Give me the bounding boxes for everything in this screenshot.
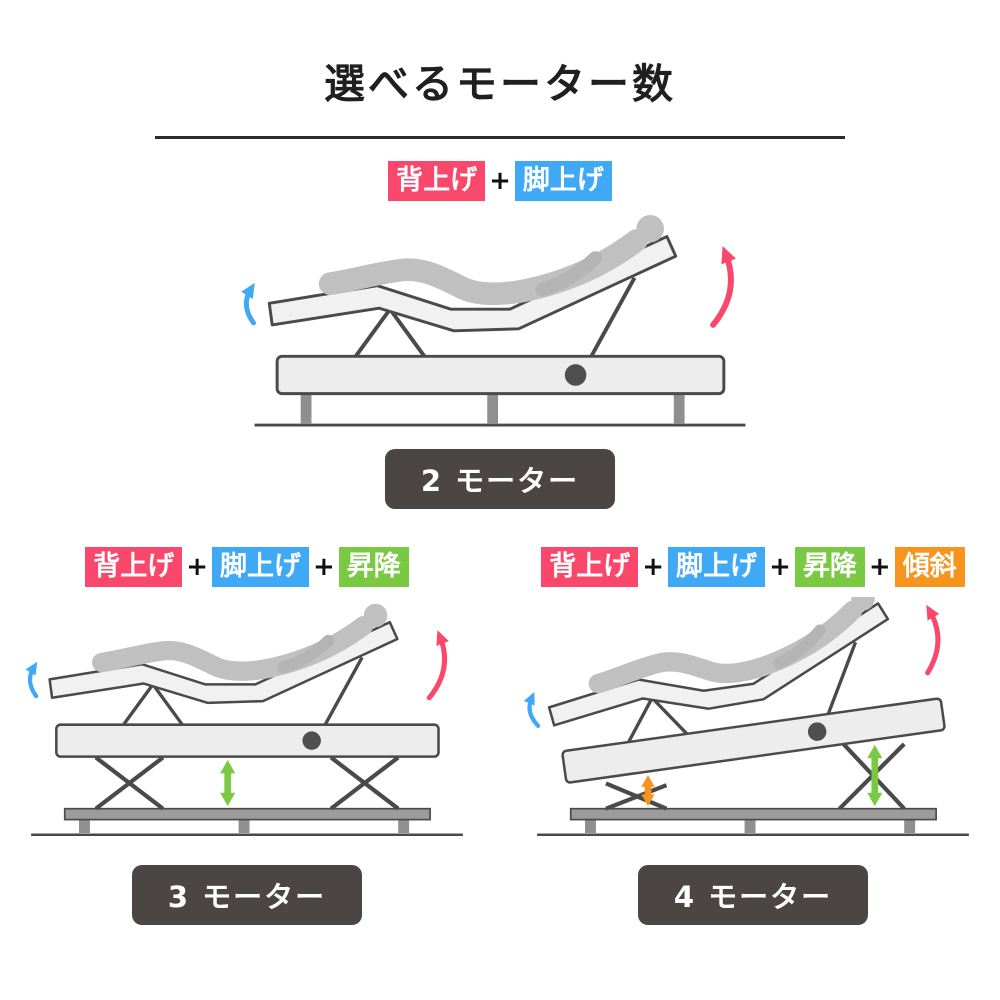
frame-foot — [79, 819, 90, 833]
bed-illustration-3motor — [25, 603, 463, 836]
plus-sign: + — [186, 551, 208, 582]
plus-sign: + — [868, 551, 891, 582]
motor-count-badge-4: 4 モーター — [637, 864, 869, 925]
back-strut — [589, 276, 637, 358]
feature-labels-4motor: 背上げ + 脚上げ + 昇降 + 傾斜 — [541, 546, 965, 587]
plus-sign: + — [489, 165, 511, 196]
section-4-motor: 背上げ + 脚上げ + 昇降 + 傾斜 — [514, 546, 992, 925]
motor-count-badge-2: 2 モーター — [384, 448, 616, 509]
frame-foot — [744, 819, 756, 833]
feature-pill-back-raise: 背上げ — [85, 546, 183, 587]
back-raise-arrow-icon — [710, 245, 737, 328]
motor-count-badge-3: 3 モーター — [131, 864, 363, 925]
plus-sign: + — [642, 551, 665, 582]
person-arm — [277, 634, 335, 673]
leg-raise-arrow-icon — [523, 691, 541, 728]
feature-pill-lift: 昇降 — [794, 546, 865, 587]
frame-foot — [398, 819, 410, 833]
section-2-motor: 背上げ + 脚上げ — [0, 161, 1000, 509]
back-raise-arrow-icon — [426, 629, 449, 700]
feature-labels-2motor: 背上げ + 脚上げ — [388, 161, 612, 201]
feature-pill-leg-raise: 脚上げ — [212, 546, 309, 587]
back-strut — [826, 641, 858, 715]
frame-foot — [904, 819, 916, 833]
feature-pill-lift: 昇降 — [338, 546, 409, 587]
tilt-arrow-icon — [641, 774, 655, 806]
bed-illustration-2motor — [241, 214, 746, 427]
lift-arrow-icon — [867, 744, 883, 806]
scissor-leg — [605, 782, 668, 811]
back-strut — [323, 656, 364, 725]
frame-foot — [585, 819, 596, 833]
mattress — [267, 234, 678, 333]
feature-pill-leg-raise: 脚上げ — [514, 161, 612, 201]
bed-base — [55, 722, 440, 758]
feature-pill-back-raise: 背上げ — [541, 546, 639, 587]
section-3-motor: 背上げ + 脚上げ + 昇降 — [8, 546, 486, 925]
plus-sign: + — [769, 551, 791, 582]
leg-raise-arrow-icon — [25, 661, 39, 698]
bed-leg — [300, 393, 312, 424]
motor-dot — [807, 721, 827, 741]
motor-dot — [302, 730, 321, 750]
bed-illustration-4motor — [523, 596, 969, 836]
tilted-bed-assembly — [523, 596, 946, 784]
lift-arrow-icon — [220, 759, 236, 806]
mattress — [48, 620, 399, 704]
person-arm — [772, 623, 826, 669]
plus-sign: + — [313, 551, 335, 582]
person-arm — [535, 251, 603, 297]
frame-foot — [238, 819, 250, 833]
feature-pill-back-raise: 背上げ — [388, 161, 486, 201]
floor-frame — [569, 807, 937, 820]
back-raise-arrow-icon — [925, 604, 941, 675]
bed-leg — [487, 393, 499, 424]
feature-pill-leg-raise: 脚上げ — [668, 546, 766, 587]
floor-frame — [63, 807, 431, 820]
bed-base — [561, 696, 946, 784]
feature-pill-tilt: 傾斜 — [894, 546, 965, 587]
bed-leg — [673, 393, 685, 424]
page-title: 選べるモーター数 — [324, 60, 676, 108]
scissor-leg — [329, 755, 400, 810]
feature-labels-3motor: 背上げ + 脚上げ + 昇降 — [85, 546, 409, 587]
divider — [155, 136, 845, 139]
scissor-leg — [94, 755, 165, 810]
mattress — [547, 601, 890, 727]
leg-raise-arrow-icon — [241, 282, 257, 326]
bottom-row: 背上げ + 脚上げ + 昇降 — [0, 546, 1000, 925]
motor-dot — [564, 363, 587, 386]
bed-base — [275, 354, 726, 395]
